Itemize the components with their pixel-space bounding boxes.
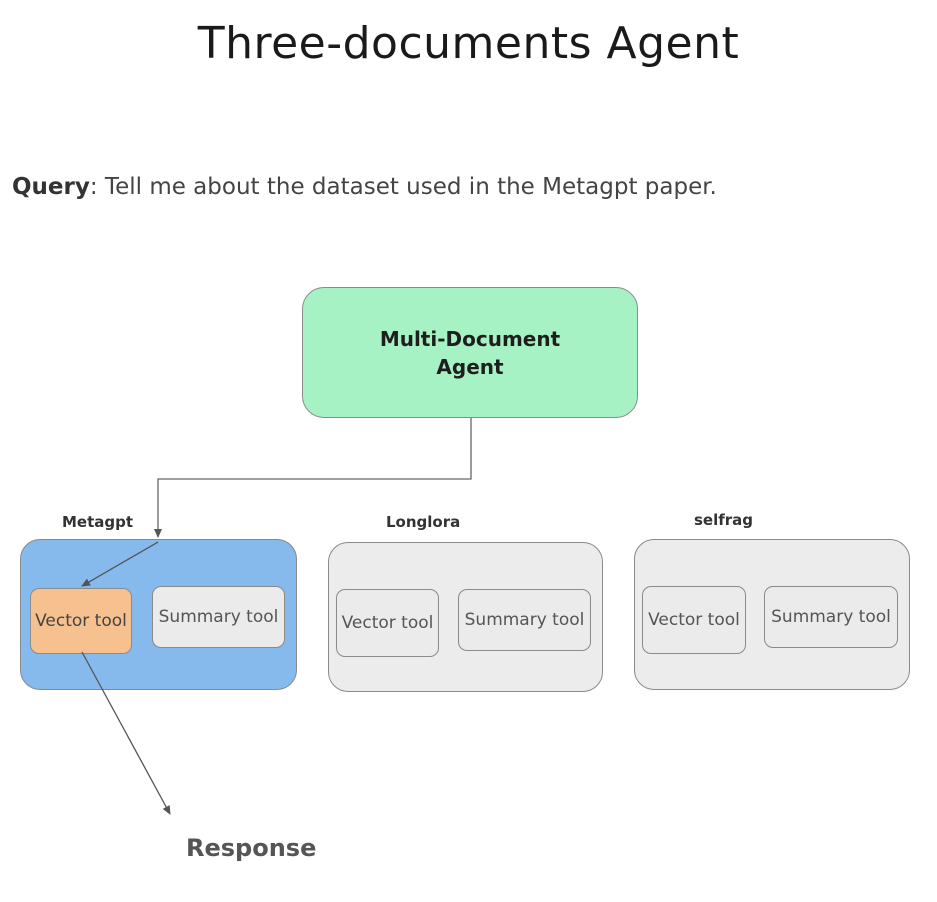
doc-label-metagpt: Metagpt bbox=[62, 513, 134, 531]
agent-to-metagpt-connector bbox=[154, 418, 472, 538]
longlora-summary-tool: Summary tool bbox=[458, 589, 591, 651]
metagpt-vector-tool: Vector tool bbox=[30, 588, 132, 654]
doc-group-metagpt: Vector tool Summary tool bbox=[20, 539, 297, 690]
response-label: Response bbox=[186, 834, 317, 862]
diagram-title: Three-documents Agent bbox=[197, 18, 740, 69]
doc-label-longlora: Longlora bbox=[386, 513, 461, 531]
query-text: Query: Tell me about the dataset used in… bbox=[12, 174, 717, 200]
agent-label: Multi-Document Agent bbox=[379, 326, 561, 379]
doc-label-selfrag: selfrag bbox=[694, 511, 754, 529]
doc-group-longlora: Vector tool Summary tool bbox=[328, 542, 603, 692]
selfrag-vector-tool: Vector tool bbox=[642, 586, 746, 654]
multi-document-agent-node: Multi-Document Agent bbox=[302, 287, 638, 418]
query-label: Query bbox=[12, 174, 90, 200]
longlora-vector-tool: Vector tool bbox=[336, 589, 439, 657]
selfrag-summary-tool: Summary tool bbox=[764, 586, 898, 648]
query-content: : Tell me about the dataset used in the … bbox=[89, 174, 717, 200]
doc-group-selfrag: Vector tool Summary tool bbox=[634, 539, 910, 690]
vector-tool-to-response-arrow bbox=[81, 651, 171, 815]
metagpt-to-vector-tool-arrow bbox=[81, 541, 159, 587]
metagpt-summary-tool: Summary tool bbox=[152, 586, 285, 648]
